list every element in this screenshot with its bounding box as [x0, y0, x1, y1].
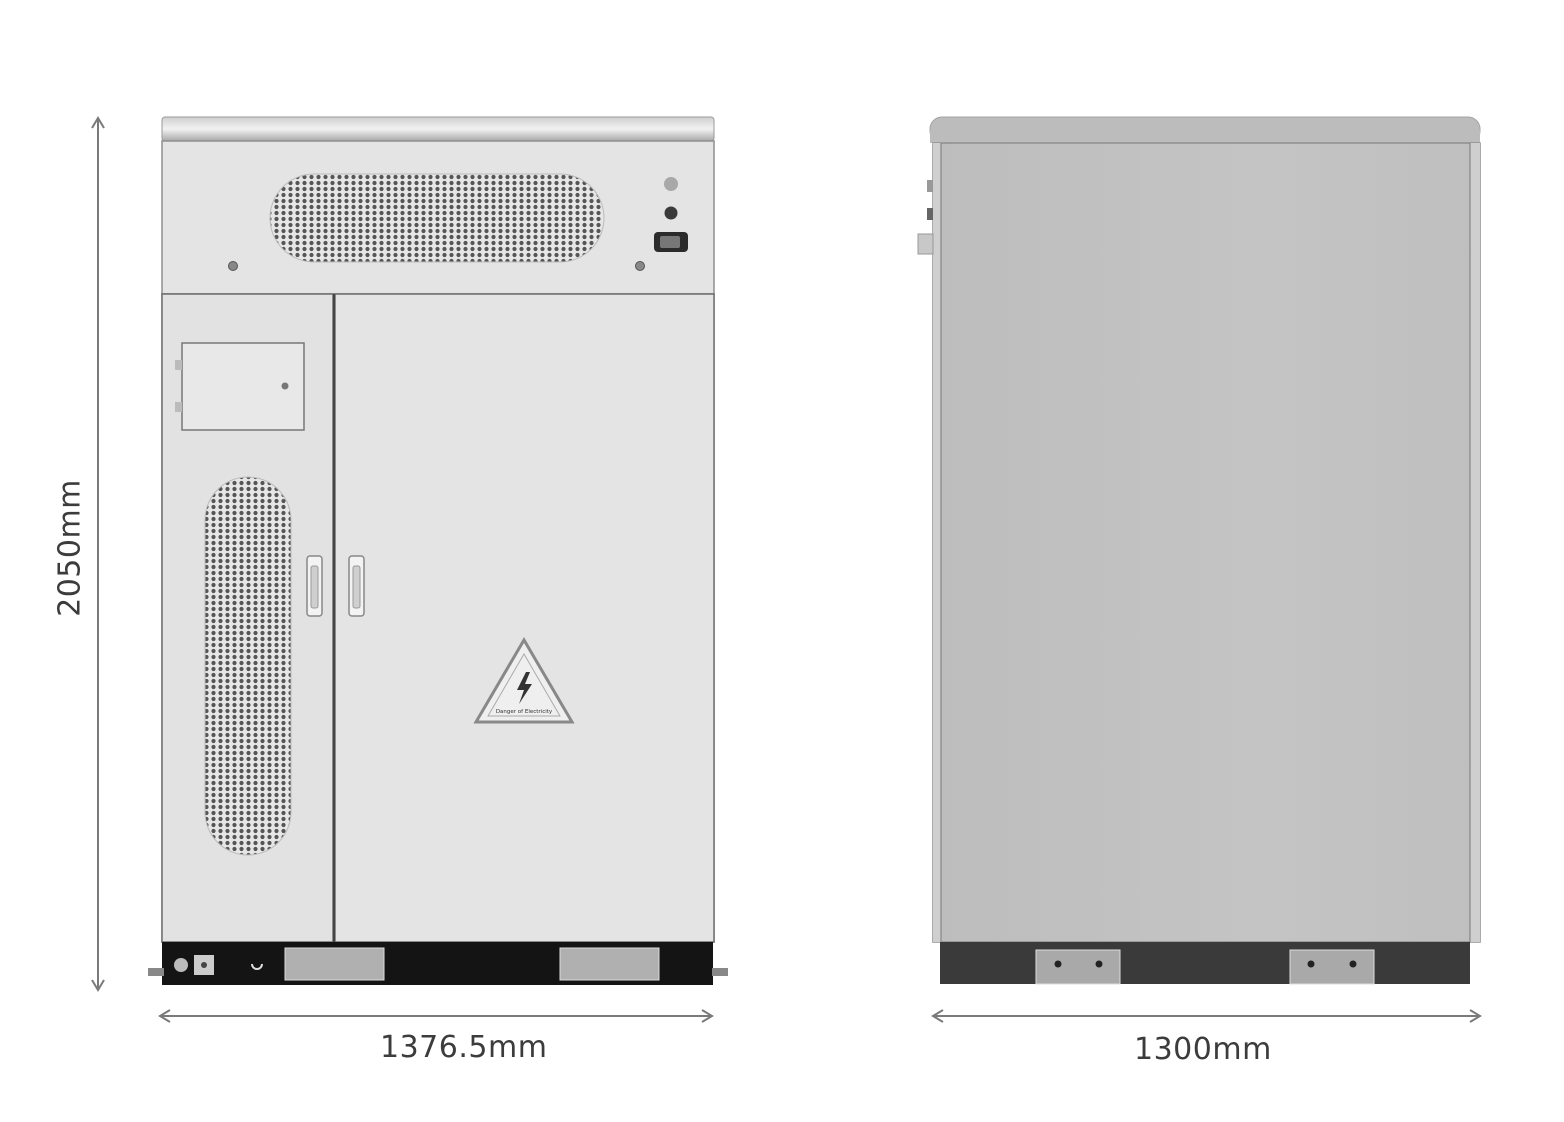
- front-width-dimension-line: [158, 1009, 714, 1023]
- side-view-cabinet: [917, 116, 1481, 985]
- warning-sign-text: Danger of Electricity: [496, 709, 553, 715]
- screw-icon: [635, 261, 645, 271]
- screw-icon: [281, 382, 289, 390]
- right-door: [334, 293, 715, 943]
- side-switch-icon: [927, 180, 933, 192]
- side-switch-icon: [917, 233, 934, 255]
- top-rail: [161, 116, 715, 142]
- indicator-light-icon: [664, 177, 678, 191]
- front-view-cabinet: Danger of Electricity: [148, 116, 728, 985]
- side-switch-icon: [927, 208, 933, 220]
- base-cover-plate: [284, 947, 385, 981]
- mounting-bracket-icon: [1289, 949, 1375, 985]
- mounting-bracket-icon: [1035, 949, 1121, 985]
- high-voltage-warning-icon: Danger of Electricity: [473, 637, 575, 724]
- screw-icon: [228, 261, 238, 271]
- indicator-light-icon: [664, 206, 678, 220]
- height-dimension-line: [91, 116, 105, 992]
- side-vent-grille: [204, 476, 292, 856]
- side-panel: [932, 142, 1481, 943]
- cable-port-icon: [174, 958, 188, 972]
- base-cover-plate: [559, 947, 660, 981]
- height-dimension-label: 2050mm: [52, 479, 88, 617]
- front-width-dimension-label: 1376.5mm: [380, 1030, 548, 1065]
- door-handle-icon: [306, 555, 323, 617]
- top-vent-grille: [269, 173, 605, 263]
- door-handle-icon: [348, 555, 365, 617]
- side-base-plinth: [940, 942, 1470, 984]
- side-depth-dimension-line: [931, 1009, 1482, 1023]
- side-depth-dimension-label: 1300mm: [1134, 1032, 1272, 1067]
